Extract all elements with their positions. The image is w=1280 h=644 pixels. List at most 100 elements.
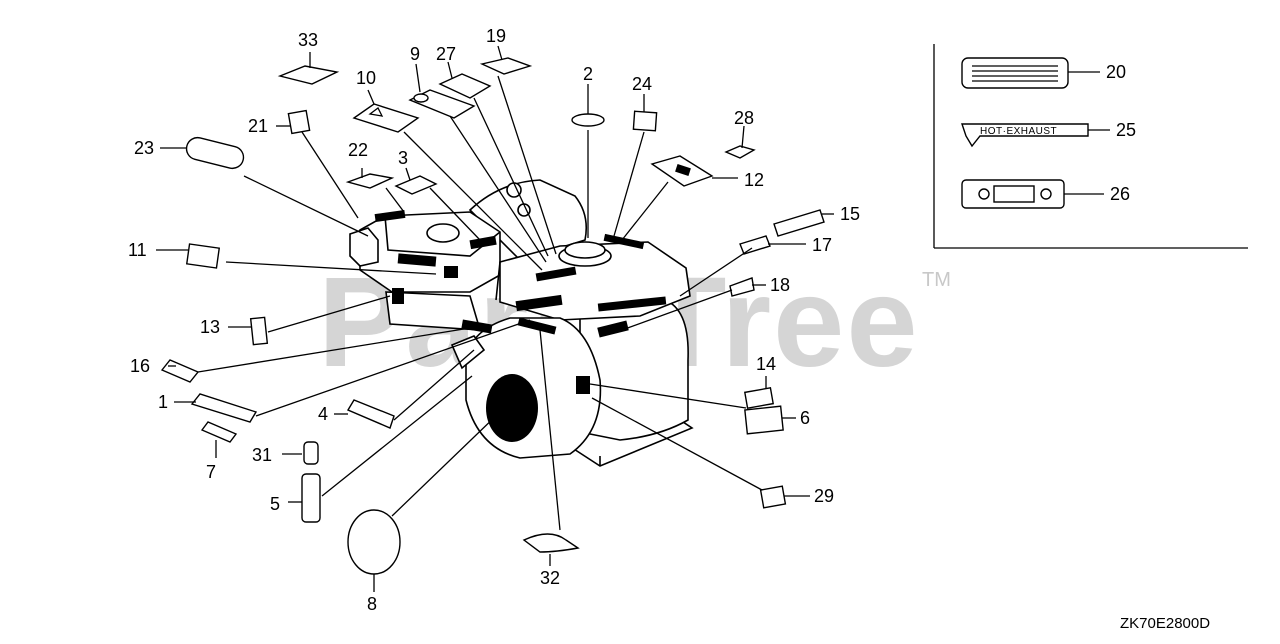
decal-26-window: [993, 185, 1035, 203]
decal-28: [724, 145, 756, 159]
leader-13-a: [267, 295, 391, 333]
callout-21: 21: [248, 116, 268, 136]
callout-14: 14: [756, 354, 776, 374]
leader-10-b: [367, 89, 375, 105]
leader-12-a: [621, 181, 669, 241]
decal-23: [185, 136, 245, 170]
callout-20: 20: [1106, 62, 1126, 82]
air-cleaner-label-area: [397, 253, 437, 267]
fuel-tank-label-area: [603, 233, 645, 250]
leader-19: [497, 75, 557, 255]
leader-22: [385, 187, 405, 213]
leader-23: [243, 175, 369, 237]
decal-25: [961, 123, 1089, 148]
callout-13: 13: [200, 317, 220, 337]
decal-16: [160, 359, 200, 383]
decal-12-mark: [675, 164, 691, 176]
decal-1: [190, 393, 258, 423]
leader-lines: [156, 45, 834, 592]
air-cleaner-wingnut: [426, 223, 460, 243]
leader-11-a: [225, 261, 437, 275]
fuel-tank-label-area: [535, 266, 577, 282]
decal-33: [277, 65, 340, 85]
leader-16: [197, 327, 471, 373]
leader-6-a: [589, 383, 747, 409]
callout-26: 26: [1110, 184, 1130, 204]
decal-4: [346, 399, 395, 429]
leader-27: [473, 97, 549, 257]
choke-label-area: [374, 209, 406, 223]
leader-28-b: [741, 125, 745, 149]
callout-32: 32: [540, 568, 560, 588]
callout-10: 10: [356, 68, 376, 88]
callout-11: 11: [128, 240, 147, 260]
decal-32: [522, 533, 580, 553]
callout-31: 31: [252, 445, 272, 465]
callout-1: 1: [158, 392, 168, 412]
decal-17: [739, 235, 771, 255]
recoil-starter-center: [486, 374, 538, 442]
decal-15: [773, 209, 825, 237]
decal-5: [301, 473, 321, 523]
decal-18: [729, 277, 755, 297]
side-label-area: [597, 320, 629, 338]
leader-9: [449, 115, 547, 263]
leader-10: [403, 131, 543, 271]
decal-2: [571, 113, 605, 127]
callout-3: 3: [398, 148, 408, 168]
hot-exhaust-text: HOT·EXHAUST: [980, 126, 1057, 137]
decal-shapes: [160, 57, 825, 575]
callout-17: 17: [812, 235, 832, 255]
decal-11: [185, 243, 221, 269]
callout-23: 23: [134, 138, 154, 158]
air-cleaner-label-area: [469, 235, 497, 250]
choke-lever: [349, 227, 379, 267]
leader-21: [301, 131, 359, 219]
callout-27: 27: [436, 44, 456, 64]
callout-28: 28: [734, 108, 754, 128]
air-cleaner-label-area: [444, 266, 458, 278]
decal-9-symbol: [413, 93, 429, 103]
decal-26-symbol: [1040, 188, 1052, 200]
leader-9-b: [415, 63, 421, 93]
leader-19-b: [497, 45, 503, 61]
decal-10-warning: [368, 107, 384, 117]
callout-8: 8: [367, 594, 377, 614]
callout-9: 9: [410, 44, 420, 64]
callout-16: 16: [130, 356, 150, 376]
decal-31: [303, 441, 319, 465]
leader-24: [613, 131, 645, 237]
starter-label-area: [461, 319, 493, 334]
leader-1-a: [255, 319, 531, 417]
leader-27-b: [447, 61, 453, 79]
callout-5: 5: [270, 494, 280, 514]
leader-32: [539, 329, 561, 531]
callout-2: 2: [583, 64, 593, 84]
callout-12: 12: [744, 170, 764, 190]
cylinder-head: [468, 179, 588, 261]
callout-18: 18: [770, 275, 790, 295]
callout-24: 24: [632, 74, 652, 94]
inset-panel: 20 HOT·EXHAUST 25 26: [933, 44, 1248, 249]
callout-25: 25: [1116, 120, 1136, 140]
engine-illustration: [349, 179, 694, 467]
decal-10: [352, 103, 420, 133]
callout-29: 29: [814, 486, 834, 506]
fuel-tank-label-area: [515, 294, 563, 312]
decal-27: [438, 73, 492, 99]
fuel-cap-top: [564, 241, 606, 259]
leader-3-b: [405, 167, 411, 181]
watermark-trademark: TM: [922, 269, 951, 291]
decal-24: [632, 110, 658, 132]
decal-14: [743, 387, 775, 409]
leader-17-a: [679, 247, 753, 297]
starter-label-area: [517, 317, 557, 335]
drawing-code: ZK70E2800D: [1120, 615, 1210, 632]
leader-29: [591, 397, 763, 491]
decal-8: [347, 509, 401, 575]
leader-3: [429, 187, 481, 241]
callout-6: 6: [800, 408, 810, 428]
decal-7: [200, 421, 238, 443]
